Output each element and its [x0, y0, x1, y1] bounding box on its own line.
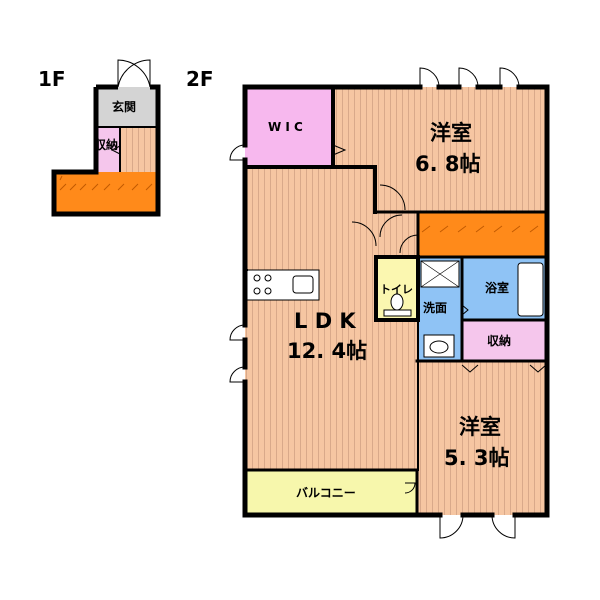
interior-door-icons — [332, 144, 547, 494]
balcony-label: バルコニー — [296, 486, 356, 500]
wash-basin-icon — [423, 334, 455, 358]
first-floor-storage — [96, 127, 120, 173]
floor-label-1f: 1F — [38, 67, 66, 91]
kitchen-stove-icon — [253, 274, 272, 295]
kitchen-counter — [246, 269, 320, 301]
wic-room — [245, 87, 333, 167]
balcony — [245, 470, 417, 515]
second-floor-storage — [462, 320, 547, 361]
first-storage-label: 収納 — [94, 137, 118, 152]
walls — [242, 84, 550, 518]
toilet-icon — [390, 293, 404, 311]
first-floor-stairs — [54, 172, 158, 214]
entrance-area — [96, 87, 158, 127]
floor-label-2f: 2F — [186, 67, 214, 91]
second-storage-label: 収納 — [487, 333, 511, 348]
first-floor: 1F 玄関 収納 — [38, 59, 161, 217]
kitchen-sink-icon — [292, 275, 314, 294]
ldk-name: L D K — [294, 309, 356, 333]
hall — [380, 212, 418, 257]
second-floor: 2F W I C 洋室 6. 8帖 — [186, 67, 550, 539]
ldk-size: 12. 4帖 — [287, 339, 367, 363]
second-floor-stairs — [418, 212, 547, 257]
bathtub-icon — [517, 262, 544, 317]
western-room-north-name: 洋室 — [430, 121, 472, 145]
western-room-north-size: 6. 8帖 — [415, 152, 481, 176]
wic-label: W I C — [268, 120, 303, 134]
bathroom-label: 浴室 — [485, 280, 509, 295]
entrance-door-icon — [117, 59, 151, 88]
western-room-south-size: 5. 3帖 — [444, 446, 510, 470]
western-room-south-name: 洋室 — [459, 415, 501, 439]
entrance-label: 玄関 — [112, 99, 136, 114]
washroom-label: 洗面 — [423, 300, 447, 315]
ldk-room-upper — [245, 167, 380, 270]
toilet-label: トイレ — [380, 283, 413, 296]
western-room-south — [417, 361, 547, 515]
window-swing-icons — [229, 67, 520, 539]
